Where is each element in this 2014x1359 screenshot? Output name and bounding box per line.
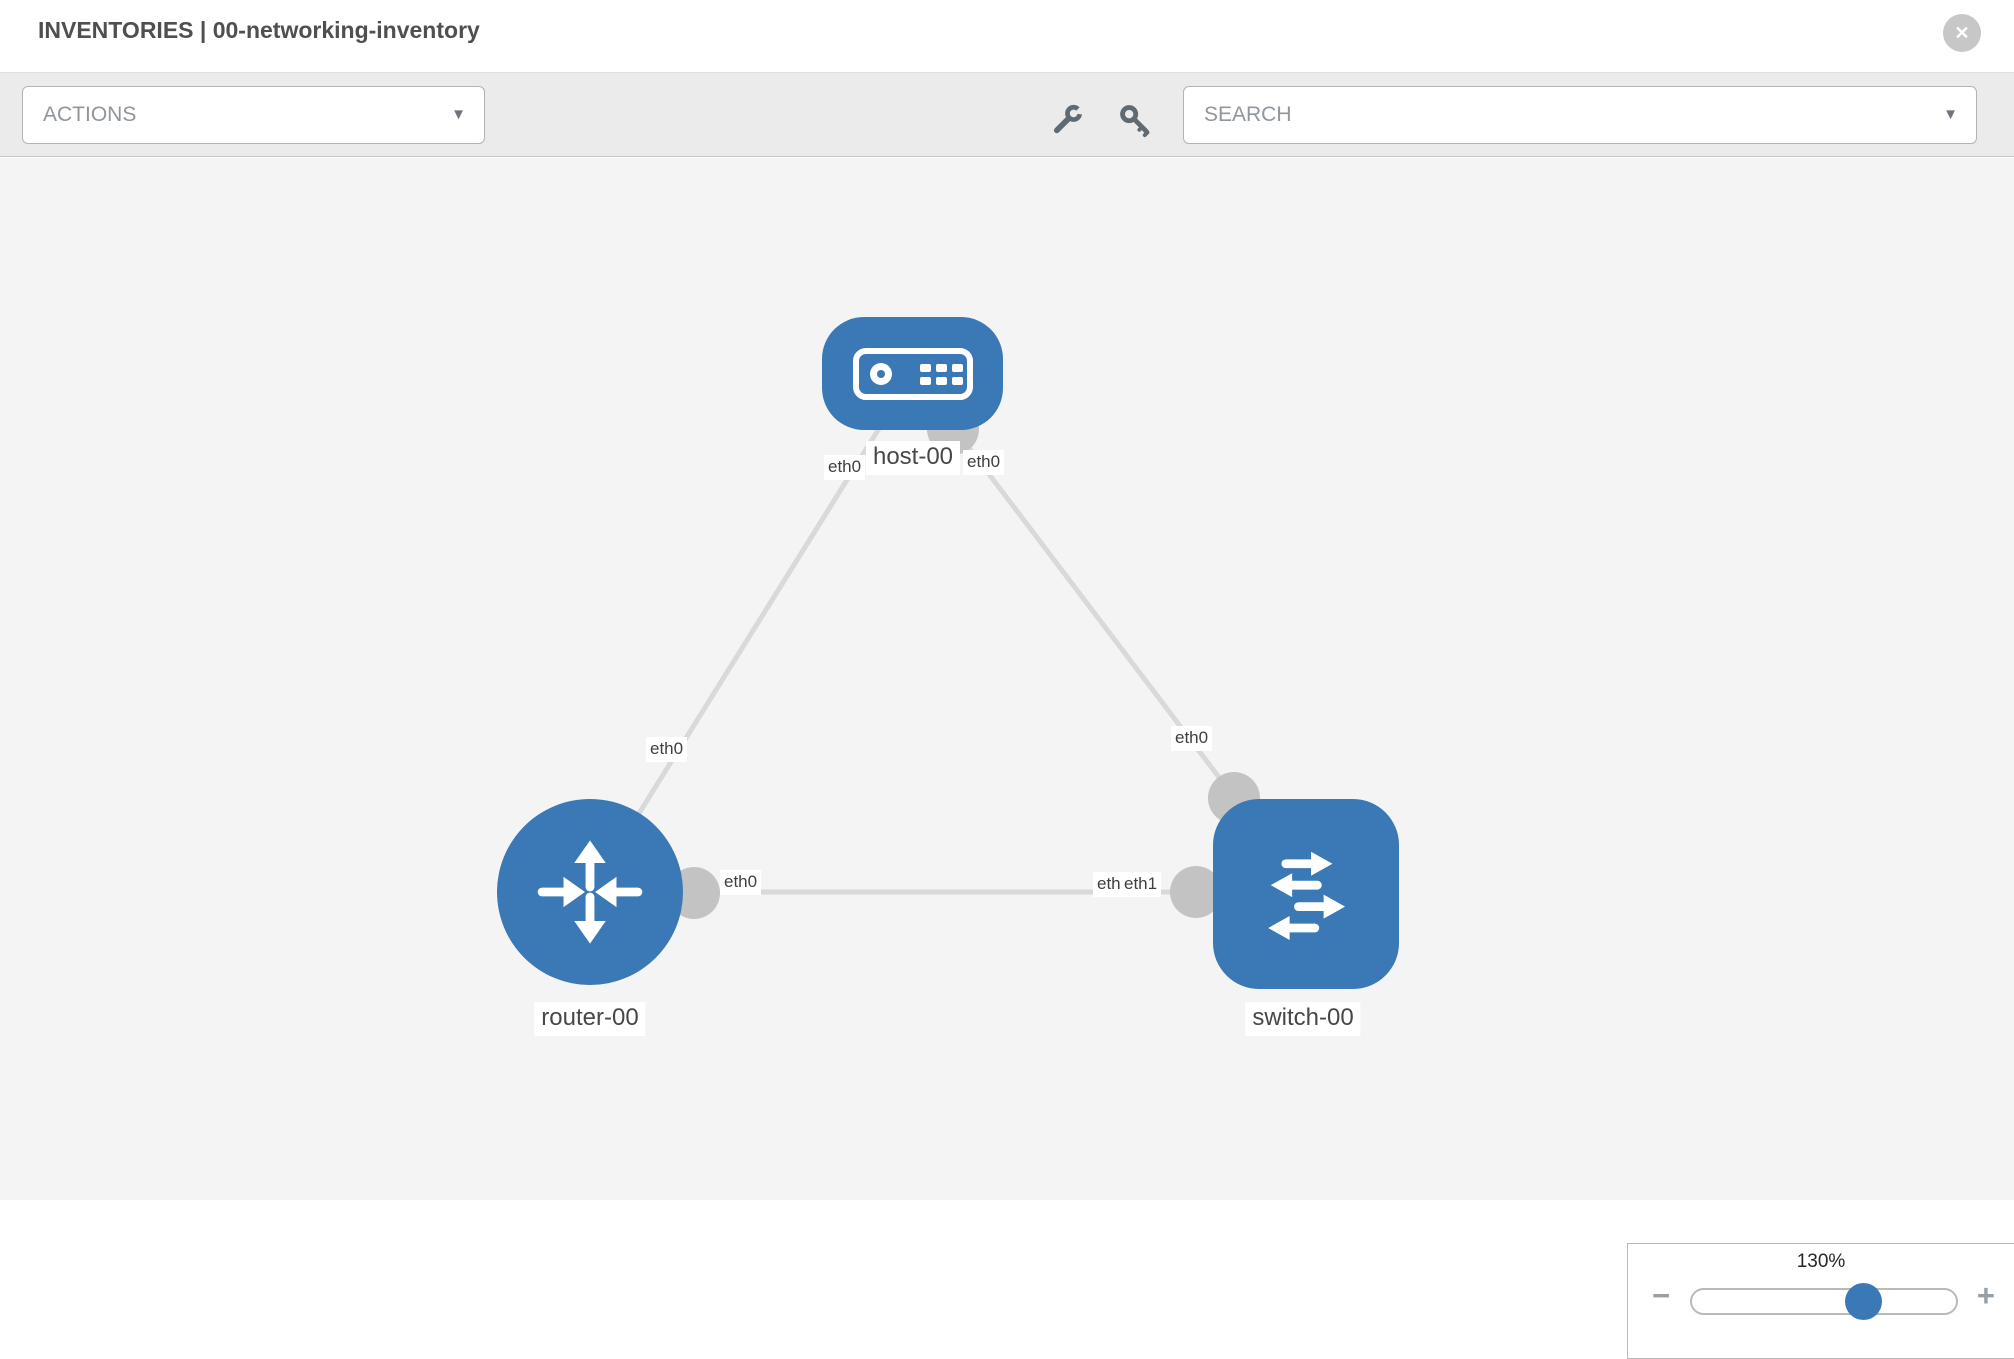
zoom-slider-track[interactable] [1690, 1283, 1958, 1320]
interface-label: eth0 [720, 870, 762, 895]
close-icon: ✕ [1954, 23, 1970, 43]
zoom-in-button[interactable]: + [1977, 1280, 1995, 1311]
zoom-level: 130% [1796, 1251, 1846, 1272]
router-icon [537, 840, 643, 944]
actions-dropdown-label: ACTIONS [43, 103, 137, 126]
zoom-slider-handle[interactable] [1845, 1283, 1882, 1320]
wrench-button[interactable] [1044, 97, 1090, 143]
interface-label: eth0 [824, 455, 866, 480]
chevron-down-icon: ▼ [1943, 106, 1958, 124]
interface-label: eth0 [646, 737, 688, 762]
wrench-icon [1053, 102, 1085, 134]
interface-label: eth0 [1171, 726, 1213, 751]
node-host-00[interactable] [822, 317, 1003, 430]
close-button[interactable]: ✕ [1943, 14, 1981, 52]
zoom-out-button[interactable]: − [1652, 1280, 1670, 1311]
search-placeholder: SEARCH [1204, 103, 1292, 126]
chevron-down-icon: ▼ [451, 106, 466, 124]
node-router-00[interactable] [497, 799, 683, 985]
plus-icon: + [1976, 1278, 1995, 1313]
zoom-panel: 130% − + [1627, 1243, 2014, 1359]
key-button[interactable] [1112, 97, 1158, 143]
search-dropdown[interactable]: SEARCH ▼ [1183, 86, 1977, 144]
node-label-host-00: host-00 [865, 441, 961, 475]
page-title: INVENTORIES | 00-networking-inventory [38, 17, 480, 43]
key-icon [1120, 105, 1150, 138]
interface-label: eth1 [1120, 872, 1162, 897]
node-switch-00[interactable] [1213, 799, 1399, 989]
links-layer [587, 372, 1308, 895]
switch-icon [1268, 851, 1346, 940]
header: INVENTORIES | 00-networking-inventory ✕ [0, 0, 2014, 72]
toolbar: ACTIONS ▼ SEARCH ▼ [0, 72, 2014, 157]
actions-dropdown[interactable]: ACTIONS ▼ [22, 86, 485, 144]
node-label-router-00: router-00 [534, 1002, 646, 1036]
topology-canvas[interactable]: host-00 router-00 switch-00 eth0 eth0 et… [0, 158, 2014, 1359]
minus-icon: − [1652, 1278, 1671, 1313]
interface-label: eth0 [963, 450, 1005, 475]
host-icon [852, 347, 973, 400]
node-label-switch-00: switch-00 [1245, 1002, 1361, 1036]
